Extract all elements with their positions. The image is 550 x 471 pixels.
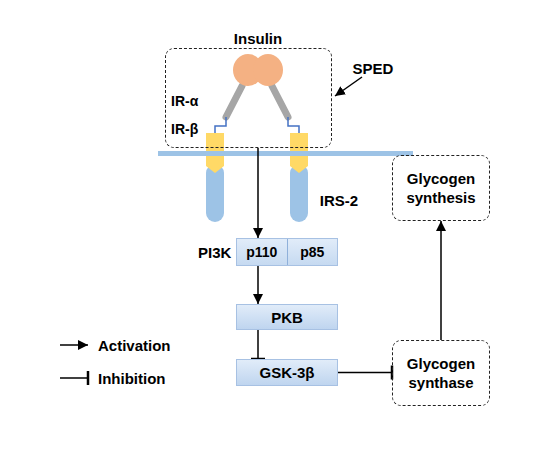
inhibition-line [338,372,392,374]
alpha-subunit [226,86,242,117]
kinase-box: GSK-3β [236,359,338,386]
legend-sample [58,368,92,388]
beta-subunit [290,133,308,151]
node-text: PI3K [198,244,231,261]
subunit-cell: p110 [237,239,287,265]
enzyme-box: Glycogen synthase [392,340,490,406]
node-text: IR-α [171,87,331,115]
beta-link [215,117,226,133]
kinase-domain [290,156,308,173]
legend-line [60,344,88,346]
node-text: IR-β [171,115,331,143]
activation-arrow [257,148,259,238]
protein-label: IRS-2 [320,192,358,209]
node-text: GSK-3β [260,364,315,381]
legend-text: Inhibition [98,370,165,387]
legend-line [60,377,88,379]
legend-entry: Activation [58,335,171,355]
receptor-group: IR-αIR-β [165,48,332,148]
callout-label: SPED [353,60,394,77]
alpha-subunit [272,86,288,117]
legend-text: Activation [98,337,171,354]
heading-slot: PI3K [198,238,236,266]
insulin-molecule [253,54,283,86]
cell-membrane [158,151,413,156]
outcome-box: Glycogen synthesis [392,155,490,221]
activation-arrow [440,221,442,340]
enzyme-box: PI3K p110 p85 [198,238,338,266]
beta-subunit [206,133,224,151]
kinase-domain [206,156,224,173]
node-text: PKB [271,309,303,326]
legend-entry: Inhibition [58,368,165,388]
beta-link [288,117,299,133]
node-text: Glycogen synthase [403,354,479,392]
subunit-box: p110 p85 [236,238,338,266]
molecule-name: Insulin [234,30,282,47]
subunit-cell: p85 [287,239,338,265]
node-text: p110 [246,244,277,260]
callout-arrow [335,77,362,96]
activation-arrow [257,266,259,304]
inhibition-line [257,330,259,359]
legend-sample [58,335,92,355]
node-text: Glycogen synthesis [403,169,479,207]
kinase-box: PKB [236,304,338,330]
node-text: p85 [300,244,324,260]
